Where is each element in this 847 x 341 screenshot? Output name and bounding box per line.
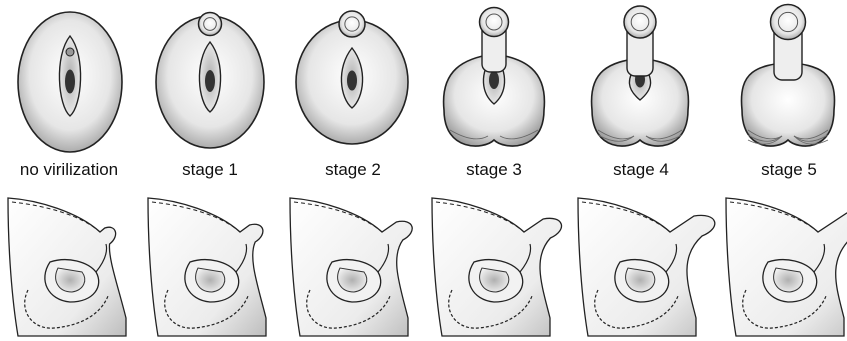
sagittal-view-stage-3 — [432, 198, 562, 336]
bladder-inner — [196, 268, 225, 292]
sagittal-view-stage-4 — [578, 198, 715, 336]
inner-opening — [65, 70, 75, 94]
front-view-stage-2 — [296, 11, 408, 144]
sagittal-view-row — [8, 198, 847, 336]
bladder-inner — [56, 268, 85, 292]
glans — [624, 6, 656, 38]
bladder-inner — [480, 268, 509, 292]
inner-opening — [489, 71, 499, 89]
sagittal-view-stage-5 — [726, 198, 847, 336]
sagittal-view-stage-2 — [290, 198, 412, 336]
sagittal-view-stage-1 — [148, 198, 266, 336]
glans — [771, 5, 806, 40]
bladder-inner — [338, 268, 367, 292]
clitoris — [66, 48, 74, 56]
glans — [199, 13, 222, 36]
front-view-stage-5 — [741, 5, 834, 147]
stage-label-4: stage 4 — [571, 160, 711, 180]
inner-opening — [205, 70, 215, 92]
glans — [339, 11, 365, 37]
stage-label-none: no virilization — [0, 160, 139, 180]
front-view-stage-3 — [444, 8, 545, 147]
stage-label-3: stage 3 — [424, 160, 564, 180]
sagittal-view-stage-0 — [8, 198, 126, 336]
front-view-stage-1 — [156, 13, 264, 149]
stage-label-2: stage 2 — [283, 160, 423, 180]
front-view-stage-0 — [18, 12, 122, 152]
stage-label-1: stage 1 — [140, 160, 280, 180]
bladder-inner — [626, 268, 655, 292]
inner-opening — [347, 71, 357, 91]
front-view-stage-4 — [592, 6, 689, 146]
bladder-inner — [774, 268, 803, 292]
front-view-row — [18, 5, 835, 153]
glans — [480, 8, 509, 37]
stage-label-5: stage 5 — [719, 160, 847, 180]
